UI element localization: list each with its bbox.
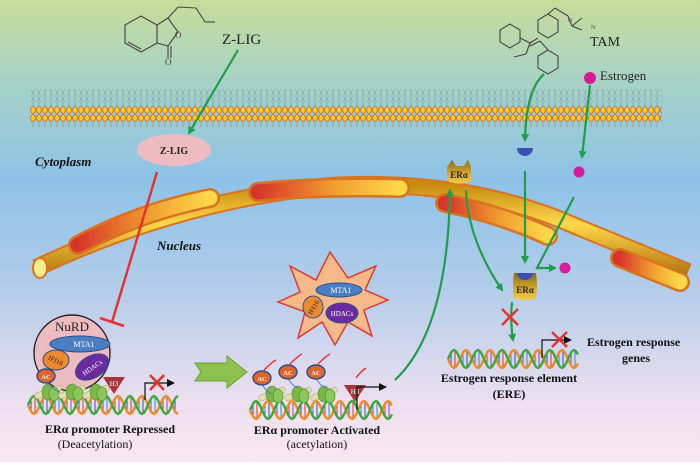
activated-ac-tags: AC AC AC (252, 353, 331, 395)
estrogen-molecule-icon (584, 72, 596, 84)
estrogen-displaced-icon (559, 262, 571, 274)
nurd-label: NuRD (55, 319, 89, 334)
plasma-membrane (30, 89, 662, 127)
activated-promoter-label: ERα promoter Activated (254, 423, 381, 437)
acetyl-group (263, 359, 277, 371)
ac-tag (278, 364, 298, 380)
released-complex-starburst: MTA1 IFI16 HDACs (276, 250, 390, 347)
era-receptor-label: ERα (450, 170, 468, 180)
era-bound-tam-icon (517, 273, 533, 280)
ac-tag (252, 370, 272, 386)
ere-label: Estrogen response element (441, 371, 577, 385)
era-expression-arrow (394, 188, 454, 381)
nuclear-envelope (32, 175, 692, 292)
activated-transcription-arrow (356, 383, 387, 410)
ac-tag (306, 364, 326, 380)
repressed-nucleosomes (34, 383, 110, 402)
acetyl-group (289, 353, 303, 365)
zlig-node-label: Z-LIG (160, 146, 189, 157)
zlig-entry-arrow (187, 49, 239, 135)
tam-structure-icon (499, 7, 583, 75)
nucleus-label: Nucleus (156, 238, 201, 253)
zlig-inhibition-arrow (99, 171, 159, 328)
estrogen-label: Estrogen (600, 68, 647, 83)
era-nuclear-arrow (464, 189, 504, 292)
ac-label: AC (311, 370, 321, 377)
nurd-complex: NuRD MTA1 IFI16 HDACs (33, 314, 111, 392)
estrogen-displaced-arrow (535, 196, 575, 272)
nucleosome (298, 388, 310, 404)
gene-blocked-x-icon (551, 331, 568, 348)
nucleosome (324, 388, 336, 404)
nucleosome (72, 386, 84, 402)
transition-arrow (194, 354, 248, 390)
acetyl-group (317, 353, 331, 365)
tam-label: TAM (590, 35, 621, 50)
genes-label-line1: Estrogen response (587, 335, 681, 349)
genes-label-line2: genes (622, 351, 650, 365)
dna-strand (248, 399, 394, 421)
era-complex-label: ERα (516, 285, 534, 295)
ere-abbrev-label: (ERE) (493, 387, 526, 401)
activated-h3-label: H3 (351, 388, 360, 396)
cytoplasm-label: Cytoplasm (35, 154, 91, 169)
ere-dna-helix (446, 348, 580, 370)
ere-binding-arrow (508, 301, 517, 342)
repressed-promoter-label: ERα promoter Repressed (45, 422, 175, 436)
tam-oxygen: O (568, 18, 573, 24)
zlig-label: Z-LIG (222, 32, 261, 48)
repressed-h3-label: H3 (110, 380, 119, 388)
ac-label: AC (257, 376, 267, 383)
ere-blocked-x-icon (501, 308, 519, 326)
era-tam-complex (513, 273, 537, 300)
activated-h3-marker: H3 (344, 367, 367, 402)
bottom-margin (0, 462, 700, 473)
repressed-transcription-arrow (144, 379, 175, 400)
zlig-oxygen-carbonyl: O (165, 57, 172, 67)
activated-nucleosomes (258, 385, 338, 404)
zlig-node (137, 134, 211, 166)
estrogen-entry-arrow (578, 84, 592, 159)
repressed-ac-label: AC (41, 374, 51, 381)
repressed-ac-tag: AC (36, 368, 61, 393)
zlig-structure-icon (124, 6, 215, 58)
repressed-blocked-x-icon (149, 374, 165, 391)
dna-strand (446, 348, 580, 370)
nurd-mta1-label: MTA1 (73, 340, 94, 349)
nucleosome (272, 388, 284, 404)
activated-dna-helix (248, 399, 394, 421)
ac-label: AC (283, 370, 293, 377)
repressed-promoter-sublabel: (Deacetylation) (58, 437, 133, 451)
nucleosome (96, 386, 108, 402)
zlig-oxygen-ring: O (175, 30, 182, 40)
dna-strand (26, 394, 179, 416)
estrogen-cytoplasm-icon (573, 166, 585, 178)
released-mta1-label: MTA1 (330, 286, 351, 295)
released-hdacs-label: HDACs (331, 310, 354, 318)
activated-promoter-sublabel: (acetylation) (287, 437, 348, 451)
tam-entry-arrow (521, 73, 545, 142)
era-receptor-icon (447, 160, 471, 184)
tam-nitrogen: N (591, 25, 596, 31)
repressed-h3-marker: H3 (103, 377, 125, 394)
tam-molecule-icon (517, 148, 533, 156)
